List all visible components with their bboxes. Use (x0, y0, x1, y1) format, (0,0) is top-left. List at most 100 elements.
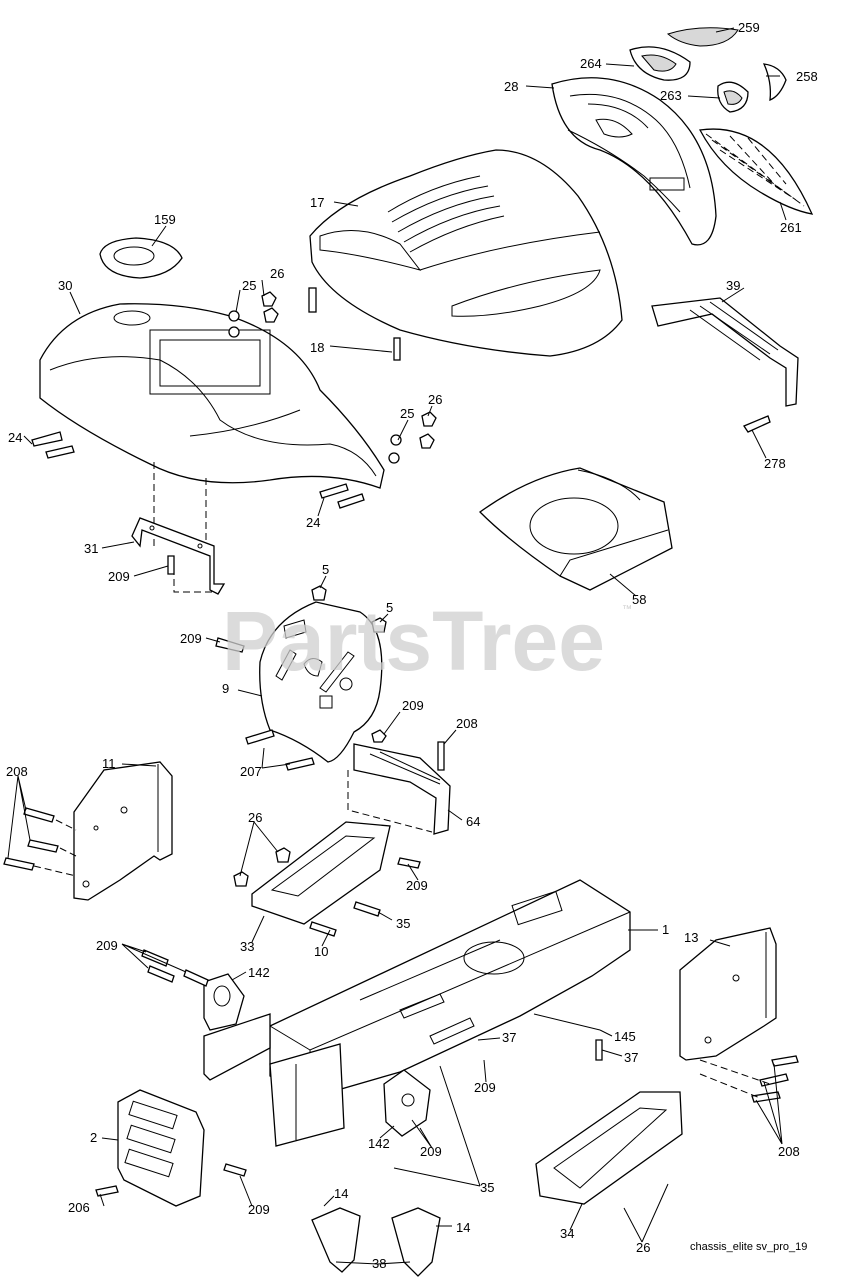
callout-31: 31 (84, 541, 98, 556)
callout-142-a: 142 (248, 965, 270, 980)
footrest-34 (535, 1091, 683, 1205)
callout-labels: 259 264 258 28 263 261 17 159 30 26 25 1… (6, 20, 818, 1271)
callout-10: 10 (314, 944, 328, 959)
callout-11: 11 (102, 756, 116, 771)
bracket-38-left (311, 1207, 361, 1273)
watermark-trademark: ™ (622, 604, 632, 615)
callout-278: 278 (764, 456, 786, 471)
side-plate-11 (73, 761, 173, 901)
screw-278 (743, 415, 771, 433)
bracket-38-right (391, 1207, 441, 1277)
callout-26-a: 26 (270, 266, 284, 281)
callout-142-b: 142 (368, 1136, 390, 1151)
plate-13-line (699, 1059, 771, 1099)
callout-17: 17 (310, 195, 324, 210)
lower-plate-left (203, 1013, 345, 1147)
cup-holder-159 (99, 237, 183, 279)
callout-209-b: 209 (180, 631, 202, 646)
grille-261 (698, 128, 814, 215)
callout-24-a: 24 (8, 430, 22, 445)
headlight-assembly-263 (717, 81, 749, 113)
plate-2 (117, 1089, 205, 1207)
callout-14-a: 14 (334, 1186, 348, 1201)
watermark: PartsTree (222, 594, 605, 688)
callout-206: 206 (68, 1200, 90, 1215)
callout-9: 9 (222, 681, 229, 696)
callout-264: 264 (580, 56, 602, 71)
callout-30: 30 (58, 278, 72, 293)
callout-37-a: 37 (502, 1030, 516, 1045)
callout-18: 18 (310, 340, 324, 355)
callout-26-b: 26 (428, 392, 442, 407)
headlight-lens-259 (666, 27, 739, 47)
callout-209-d: 209 (406, 878, 428, 893)
callout-209-a: 209 (108, 569, 130, 584)
callout-209-g: 209 (420, 1144, 442, 1159)
callout-26-c: 26 (248, 810, 262, 825)
bracket-64-line (347, 770, 433, 833)
callout-207: 207 (240, 764, 262, 779)
leader-lines (7, 27, 787, 1265)
callout-209-f: 209 (474, 1080, 496, 1095)
callout-58: 58 (632, 592, 646, 607)
bracket-31 (131, 517, 226, 595)
callout-35-b: 35 (480, 1180, 494, 1195)
callout-25-a: 25 (242, 278, 256, 293)
bolt-209-low (223, 1163, 247, 1177)
callout-209-h: 209 (248, 1202, 270, 1217)
rod-145 (533, 1013, 601, 1031)
callout-258: 258 (796, 69, 818, 84)
callout-5-b: 5 (386, 600, 393, 615)
callout-208-c: 208 (778, 1144, 800, 1159)
bolts-208-left (3, 807, 59, 871)
callout-13: 13 (684, 930, 698, 945)
bolts-209-top (141, 949, 209, 987)
callout-208-a: 208 (6, 764, 28, 779)
callout-209-e: 209 (96, 938, 118, 953)
hood-front-28 (551, 77, 717, 246)
callout-35-a: 35 (396, 916, 410, 931)
bolt-209 (167, 555, 175, 575)
bracket-142 (203, 973, 245, 1031)
callout-34: 34 (560, 1226, 574, 1241)
callout-159: 159 (154, 212, 176, 227)
bracket-39 (651, 297, 799, 407)
callout-38: 38 (372, 1256, 386, 1271)
fender-mount-line-3 (173, 568, 220, 593)
bolt-206 (95, 1185, 119, 1197)
headlight-lens-258 (762, 63, 787, 102)
callout-37-b: 37 (624, 1050, 638, 1065)
callout-39: 39 (726, 278, 740, 293)
callout-28: 28 (504, 79, 518, 94)
callout-14-b: 14 (456, 1220, 470, 1235)
callout-2: 2 (90, 1130, 97, 1145)
callout-263: 263 (660, 88, 682, 103)
callout-64: 64 (466, 814, 480, 829)
callout-1: 1 (662, 922, 669, 937)
bracket-64 (353, 743, 451, 835)
foot-plate-hardware (233, 847, 421, 937)
foot-plate-33 (251, 821, 391, 925)
fender-30 (39, 303, 385, 489)
panel-58 (478, 467, 673, 591)
headlight-assembly-264 (629, 46, 691, 81)
callout-25-b: 25 (400, 406, 414, 421)
callout-208-b: 208 (456, 716, 478, 731)
frame-1 (269, 879, 631, 1099)
callout-5-a: 5 (322, 562, 329, 577)
callout-33: 33 (240, 939, 254, 954)
callout-26-d: 26 (636, 1240, 650, 1255)
callout-145: 145 (614, 1029, 636, 1044)
bracket-142-lower (383, 1069, 431, 1137)
callout-24-b: 24 (306, 515, 320, 530)
callout-259: 259 (738, 20, 760, 35)
side-plate-13 (679, 927, 777, 1061)
callout-209-c: 209 (402, 698, 424, 713)
callout-261: 261 (780, 220, 802, 235)
plate-11-line (33, 819, 77, 877)
hood-17 (309, 149, 623, 357)
fender-hardware (31, 291, 437, 509)
diagram-caption: chassis_elite sv_pro_19 (690, 1241, 807, 1253)
bolt-37 (595, 1039, 603, 1061)
